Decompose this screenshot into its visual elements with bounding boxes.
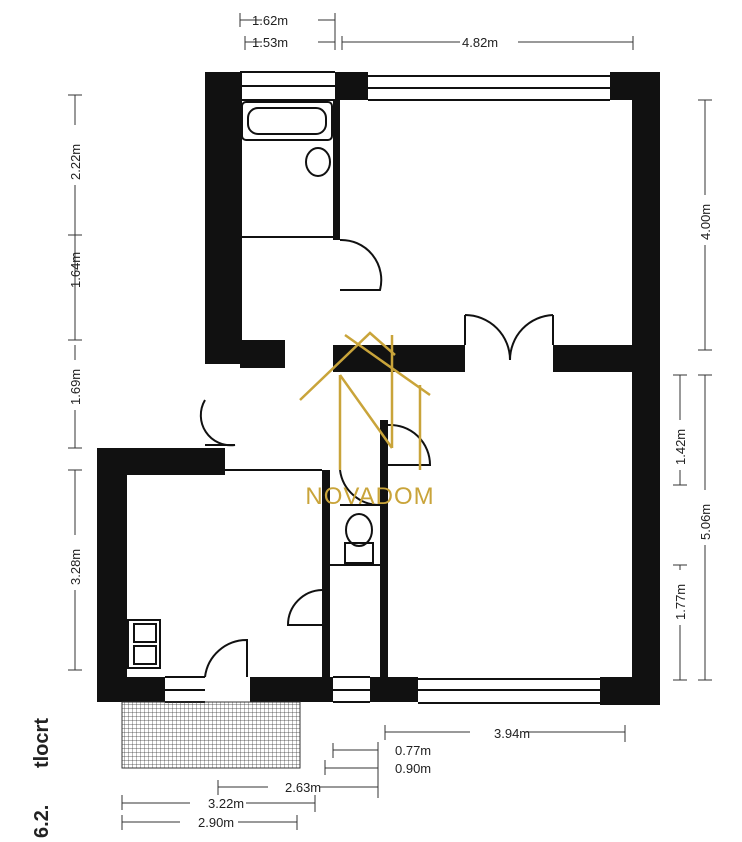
- dim-0-77: 0.77m: [395, 743, 431, 758]
- dimensions-right: 4.00m 1.42m 5.06m 1.77m: [673, 99, 713, 681]
- dim-4-00: 4.00m: [698, 204, 713, 240]
- dim-1-53: 1.53m: [252, 35, 288, 50]
- toilet-tank: [344, 542, 374, 564]
- dim-3-22: 3.22m: [208, 796, 244, 811]
- bathroom-sink: [305, 147, 331, 177]
- dim-1-42: 1.42m: [673, 429, 688, 465]
- walls: [97, 72, 660, 705]
- dim-2-63: 2.63m: [285, 780, 321, 795]
- section-number: 6.2.: [31, 805, 53, 838]
- dim-1-69: 1.69m: [68, 369, 83, 405]
- dim-5-06: 5.06m: [698, 504, 713, 540]
- dim-0-90: 0.90m: [395, 761, 431, 776]
- terrace-hatch: [121, 701, 301, 769]
- dimensions-top: 1.62m 1.53m 4.82m: [239, 13, 634, 50]
- fixtures: [127, 101, 374, 669]
- dim-3-28: 3.28m: [68, 549, 83, 585]
- windows: [165, 71, 610, 704]
- dimensions-bottom: 3.94m 0.77m 0.90m 2.63m 3.22m 2.90m: [121, 725, 626, 830]
- dim-4-82: 4.82m: [462, 35, 498, 50]
- dim-2-90: 2.90m: [198, 815, 234, 830]
- dim-1-77: 1.77m: [673, 584, 688, 620]
- toilet: [345, 513, 373, 547]
- dim-1-62: 1.62m: [252, 13, 288, 28]
- dim-2-22: 2.22m: [68, 144, 83, 180]
- dim-1-64: 1.64m: [68, 252, 83, 288]
- logo-text: NOVADOM: [305, 483, 434, 510]
- bathtub: [241, 101, 333, 141]
- section-title: tlocrt: [31, 718, 53, 768]
- kitchen-sink: [127, 619, 161, 669]
- dim-3-94: 3.94m: [494, 726, 530, 741]
- dimensions-left: 2.22m 1.64m 1.69m 3.28m: [68, 94, 83, 671]
- novadom-logo: NOVADOM: [299, 331, 434, 510]
- doors: [199, 236, 554, 678]
